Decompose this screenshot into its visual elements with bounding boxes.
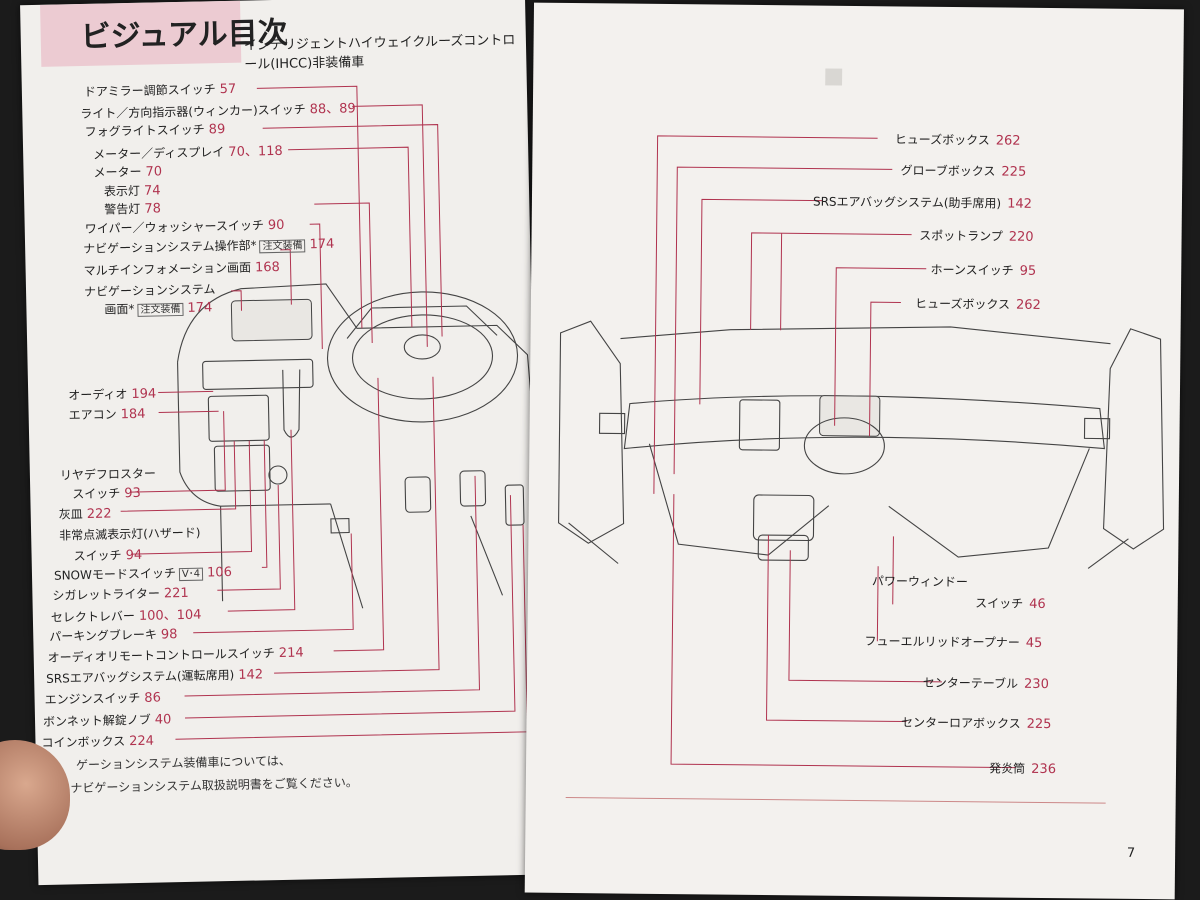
label-srs-passenger: SRSエアバッグシステム(助手席用)142: [812, 194, 1033, 212]
interior-illustration: [558, 135, 1165, 769]
page-number: 7: [1126, 845, 1136, 861]
dashboard-illustration: [120, 85, 535, 740]
label-power-window: パワーウィンドー: [871, 574, 969, 590]
ghost-heading: ■: [823, 63, 845, 89]
label-nav-system: ナビゲーションシステム: [83, 282, 216, 300]
left-page: ビジュアル目次 インテリジェントハイウェイクルーズコントロール(IHCC)非装備…: [20, 0, 544, 886]
label-hazard: 非常点滅表示灯(ハザード): [59, 525, 201, 543]
label-rear-defroster: リヤデフロスター: [59, 466, 157, 483]
